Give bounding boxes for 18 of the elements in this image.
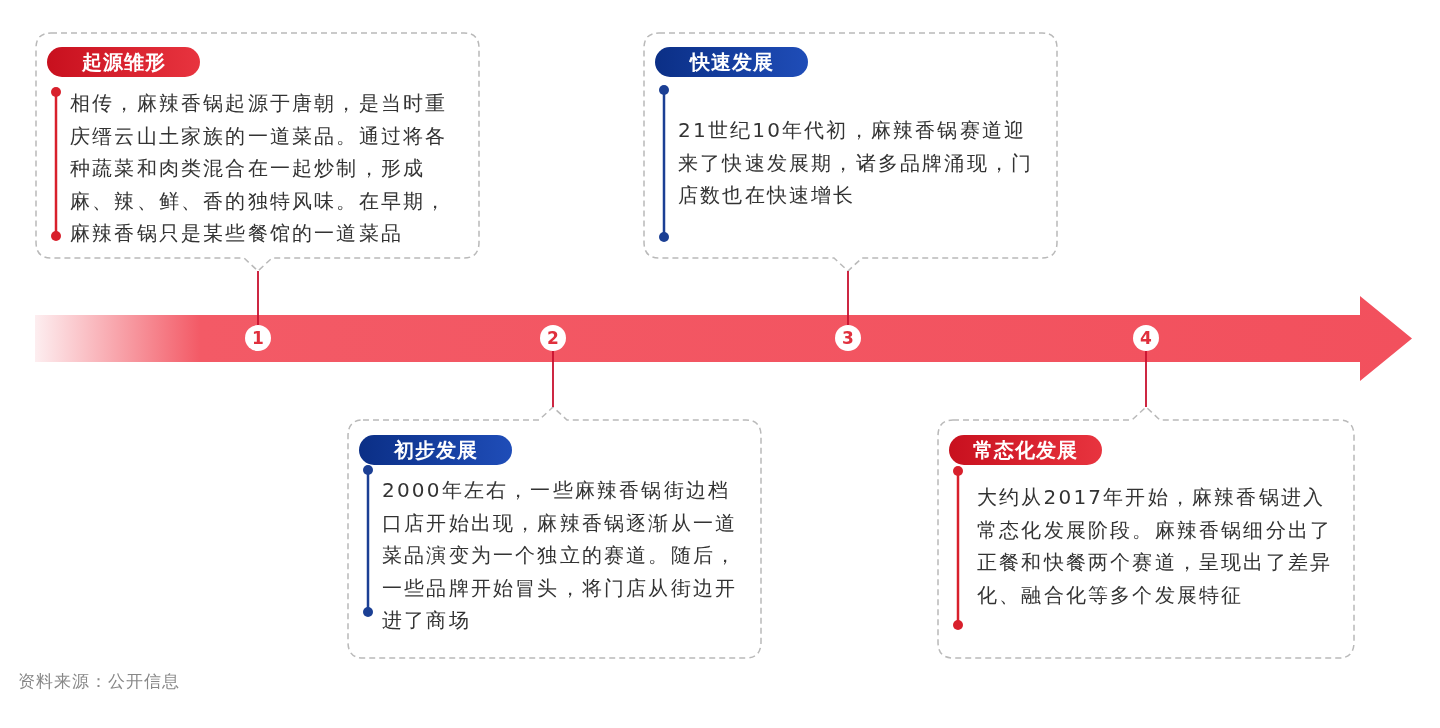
callout-box bbox=[347, 406, 762, 659]
connector-line bbox=[847, 270, 849, 326]
stage-description: 大约从2017年开始，麻辣香锅进入常态化发展阶段。麻辣香锅细分出了正餐和快餐两个赛道，呈现出了差异化、融合化等多个发展特征 bbox=[977, 484, 1334, 609]
callout-box bbox=[35, 32, 480, 272]
connector-line bbox=[1145, 350, 1147, 408]
source-note: 资料来源：公开信息 bbox=[18, 670, 180, 693]
callout-box bbox=[643, 32, 1058, 272]
timeline-arrow bbox=[35, 296, 1412, 381]
stage-title: 起源雏形 bbox=[47, 47, 200, 77]
stage-title: 快速发展 bbox=[655, 47, 808, 77]
stage-title: 初步发展 bbox=[359, 435, 512, 465]
stage-description: 相传，麻辣香锅起源于唐朝，是当时重庆缙云山土家族的一道菜品。通过将各种蔬菜和肉类混合在一起炒制，形成麻、辣、鲜、香的独特风味。在早期，麻辣香锅只是某些餐馆的一道菜品 bbox=[70, 90, 449, 247]
connector-line bbox=[552, 350, 554, 408]
stage-description: 2000年左右，一些麻辣香锅街边档口店开始出现，麻辣香锅逐渐从一道菜品演变为一个独立的赛道。随后，一些品牌开始冒头，将门店从街边开进了商场 bbox=[382, 477, 739, 634]
stage-title: 常态化发展 bbox=[949, 435, 1102, 465]
connector-line bbox=[257, 270, 259, 326]
callout-box bbox=[937, 406, 1355, 659]
stage-description: 21世纪10年代初，麻辣香锅赛道迎来了快速发展期，诸多品牌涌现，门店数也在快速增长 bbox=[678, 117, 1035, 209]
